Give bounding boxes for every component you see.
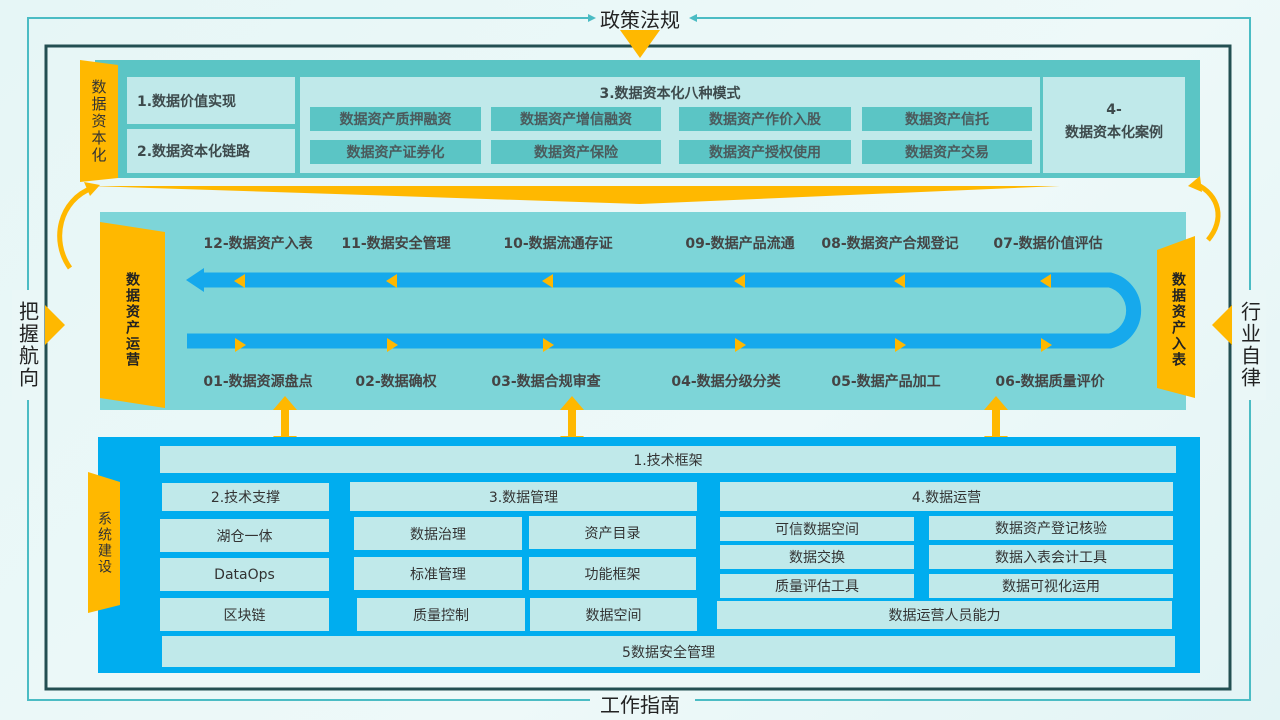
mode-chip: 数据资产保险 [491,140,661,164]
down-pointer-icon [620,30,660,58]
capital-modes-title: 3.数据资本化八种模式 [599,86,741,102]
up-arrow-icon [984,396,1008,410]
mgmt-item: 数据空间 [530,598,697,631]
step-label: 05-数据产品加工 [831,374,941,390]
capital-case-box [1043,77,1185,173]
flow-left-icon [386,274,397,288]
capital-item-1: 1.数据价值实现 [127,77,295,124]
mgmt-item: 功能框架 [529,557,696,590]
step-label: 12-数据资产入表 [203,236,313,252]
curved-arrow-right [1194,181,1221,242]
operation-left-tab: 数据资产运营 [124,272,140,368]
frame-label-right: 行业自律 [1234,290,1266,400]
mode-chip: 数据资产信托 [862,107,1032,131]
capital-case-label: 数据资本化案例 [1065,125,1163,141]
capital-tab-shape [80,60,118,182]
mgmt-item: 资产目录 [529,516,696,549]
flow-right-icon [895,338,906,352]
step-label: 07-数据价值评估 [993,236,1103,252]
support-item: 湖仓一体 [160,519,329,552]
process-pipe [187,272,1142,349]
ops-item: 质量评估工具 [720,574,914,598]
frame-label-top: 政策法规 [600,7,680,32]
flow-right-icon [387,338,398,352]
pipe-arrowhead-icon [186,268,204,292]
flow-left-icon [734,274,745,288]
step-label: 02-数据确权 [355,374,437,390]
capital-tab: 数据资本化 [89,78,108,164]
mode-chip: 数据资产作价入股 [679,107,851,131]
flow-left-icon [1040,274,1051,288]
ops-people: 数据运营人员能力 [717,601,1172,629]
capital-case-num: 4- [1106,102,1122,118]
double-arrow-shaft [568,408,576,438]
support-title: 2.技术支撑 [162,483,329,511]
support-item: 区块链 [160,598,329,631]
system-tab-shape [88,472,120,613]
operation-left-tab-shape [100,222,165,408]
flow-right-icon [1041,338,1052,352]
step-label: 11-数据安全管理 [341,236,451,252]
frame-label-bottom: 工作指南 [600,692,680,717]
flow-left-icon [234,274,245,288]
step-label: 10-数据流通存证 [503,236,613,252]
frame-label-left: 把握航向 [12,290,44,400]
flow-right-icon [235,338,246,352]
tech-framework: 1.技术框架 [160,446,1176,473]
mode-chip: 数据资产授权使用 [679,140,851,164]
capital-item-2: 2.数据资本化链路 [127,129,295,173]
security-management: 5数据安全管理 [162,636,1175,667]
mode-chip: 数据资产证券化 [310,140,481,164]
flow-left-icon [542,274,553,288]
right-pointer-icon [45,305,65,345]
mode-chip: 数据资产增信融资 [491,107,661,131]
step-label: 04-数据分级分类 [671,374,781,390]
arrow-icon [588,14,596,22]
ops-item: 数据资产登记核验 [929,516,1173,540]
step-label: 01-数据资源盘点 [203,374,313,390]
operation-panel [100,212,1186,410]
flow-right-icon [543,338,554,352]
ops-item: 数据可视化运用 [929,574,1173,598]
mgmt-item: 标准管理 [354,557,522,590]
mgmt-item: 数据治理 [354,517,522,550]
left-pointer-icon [1212,305,1232,345]
ops-item: 数据入表会计工具 [929,545,1173,569]
double-arrow-shaft [281,408,289,438]
ops-title: 4.数据运营 [720,482,1173,511]
curved-arrow-left [57,185,93,270]
system-tab: 系统建设 [96,510,112,575]
operation-right-tab-shape [1157,236,1195,398]
mgmt-item: 质量控制 [357,598,525,631]
ops-item: 可信数据空间 [720,517,914,541]
support-item: DataOps [160,558,329,591]
operation-right-tab: 数据资产入表 [1170,272,1186,368]
step-label: 09-数据产品流通 [685,236,795,252]
ops-item: 数据交换 [720,545,914,569]
step-label: 03-数据合规审查 [491,374,601,390]
funnel-wedge [90,186,1060,204]
up-arrow-icon [273,396,297,410]
flow-right-icon [735,338,746,352]
mode-chip: 数据资产质押融资 [310,107,481,131]
double-arrow-shaft [992,408,1000,438]
step-label: 08-数据资产合规登记 [821,236,959,252]
up-arrow-icon [560,396,584,410]
arrow-icon [1188,176,1202,192]
arrow-icon [689,14,697,22]
mode-chip: 数据资产交易 [862,140,1032,164]
arrow-icon [84,182,100,196]
step-label: 06-数据质量评价 [995,374,1105,390]
flow-left-icon [894,274,905,288]
mgmt-title: 3.数据管理 [350,482,697,511]
